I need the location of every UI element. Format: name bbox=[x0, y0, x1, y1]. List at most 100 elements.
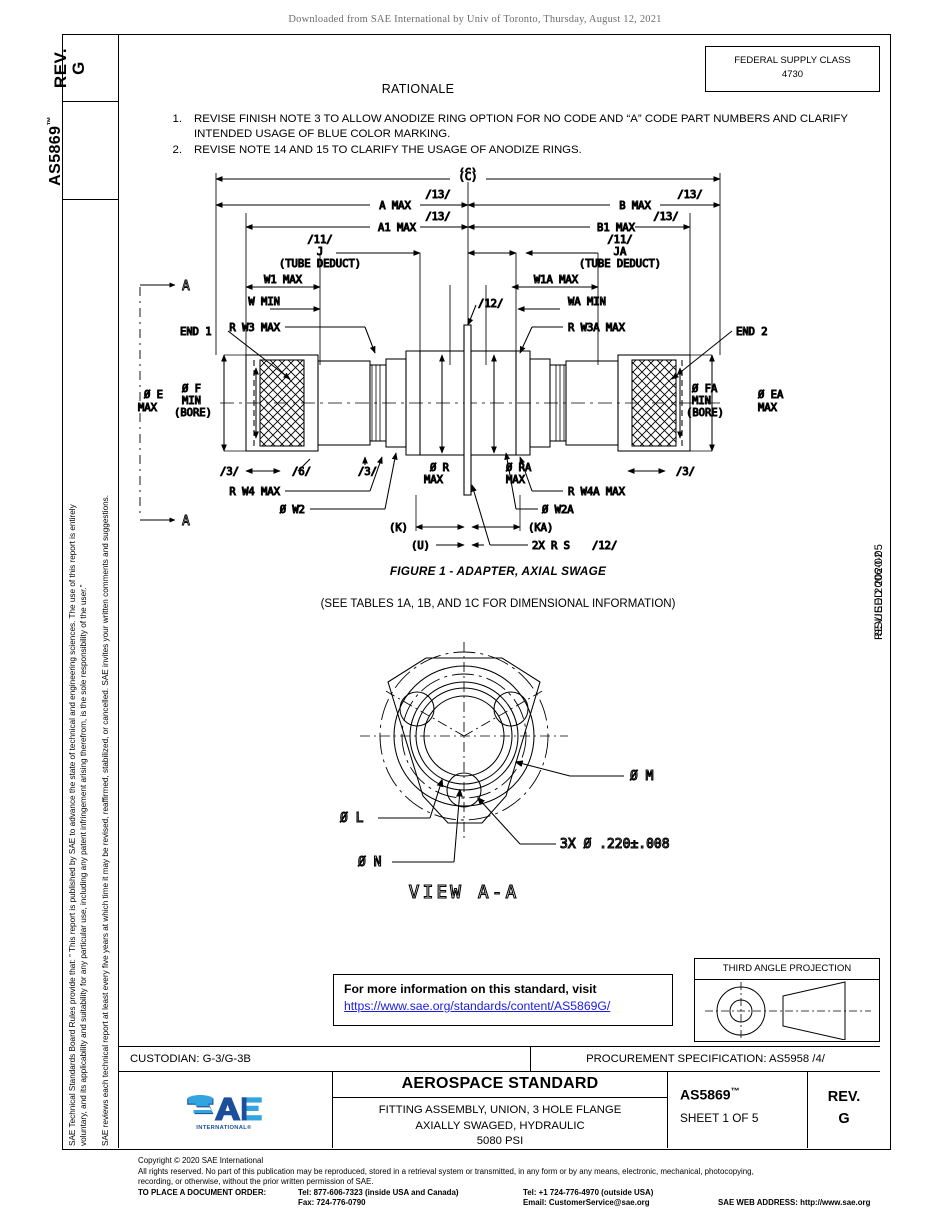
sae-logo-subtitle: INTERNATIONAL® bbox=[196, 1123, 252, 1130]
svg-text:A MAX: A MAX bbox=[379, 200, 411, 212]
desc-line-2: AXIALLY SWAGED, HYDRAULIC bbox=[415, 1119, 585, 1132]
rationale-item: 1. REVISE FINISH NOTE 3 TO ALLOW ANODIZE… bbox=[160, 112, 860, 142]
svg-text:(C): (C) bbox=[459, 171, 478, 183]
rationale-item-text: REVISE FINISH NOTE 3 TO ALLOW ANODIZE RI… bbox=[194, 113, 848, 141]
third-angle-label: THIRD ANGLE PROJECTION bbox=[695, 959, 879, 980]
drawing-frame bbox=[62, 34, 891, 1150]
rail-revision-text: REV. G bbox=[51, 47, 88, 88]
footer-tel-inside: Tel: 877-606-7323 (inside USA and Canada… bbox=[298, 1187, 459, 1197]
fsc-label: FEDERAL SUPPLY CLASS bbox=[734, 55, 851, 66]
rationale-item: 2. REVISE NOTE 14 AND 15 TO CLARIFY THE … bbox=[160, 143, 860, 158]
footer-copyright: Copyright © 2020 SAE International bbox=[138, 1156, 264, 1165]
footer-email: Email: CustomerService@sae.org bbox=[523, 1198, 650, 1208]
svg-text:/12/: /12/ bbox=[478, 298, 503, 310]
federal-supply-class-box: FEDERAL SUPPLY CLASS 4730 bbox=[705, 46, 880, 92]
sae-logo-cell: INTERNATIONAL® bbox=[118, 1072, 333, 1148]
rev-value: G bbox=[838, 1111, 850, 1128]
footer: Copyright © 2020 SAE International All r… bbox=[138, 1156, 898, 1209]
svg-text:/13/: /13/ bbox=[425, 211, 450, 223]
svg-text:(BORE): (BORE) bbox=[174, 407, 212, 419]
third-angle-projection-box: THIRD ANGLE PROJECTION bbox=[694, 958, 880, 1042]
svg-text:(K): (K) bbox=[389, 522, 408, 534]
svg-text:(BORE): (BORE) bbox=[686, 407, 724, 419]
svg-text:W MIN: W MIN bbox=[248, 296, 280, 308]
more-info-label: For more information on this standard, v… bbox=[344, 982, 597, 996]
rail-rev-value: G bbox=[68, 60, 88, 75]
svg-text:MAX: MAX bbox=[424, 474, 444, 486]
standard-type: AEROSPACE STANDARD bbox=[333, 1072, 667, 1098]
figure-subcaption: (SEE TABLES 1A, 1B, AND 1C FOR DIMENSION… bbox=[320, 598, 676, 610]
svg-text:R W4A MAX: R W4A MAX bbox=[568, 486, 626, 498]
svg-text:Ø EA: Ø EA bbox=[758, 389, 784, 401]
procurement-spec-text: PROCUREMENT SPECIFICATION: AS5958 /4/ bbox=[530, 1047, 880, 1071]
svg-text:/13/: /13/ bbox=[677, 189, 702, 201]
svg-text:R W3A MAX: R W3A MAX bbox=[568, 322, 626, 334]
figure-1-drawing: (C) (C) A MAX /13/ B MAX /13/ A1 MAX /13… bbox=[120, 165, 880, 555]
desc-line-1: FITTING ASSEMBLY, UNION, 3 HOLE FLANGE bbox=[378, 1104, 622, 1116]
legal-text-line-2: voluntary, and its applicability and sui… bbox=[79, 584, 88, 1146]
rationale-item-text: REVISE NOTE 14 AND 15 TO CLARIFY THE USA… bbox=[194, 144, 582, 157]
svg-text:/12/: /12/ bbox=[592, 540, 617, 552]
svg-text:/3/: /3/ bbox=[220, 466, 239, 478]
svg-text:/13/: /13/ bbox=[425, 189, 450, 201]
standard-description: FITTING ASSEMBLY, UNION, 3 HOLE FLANGE A… bbox=[333, 1098, 667, 1150]
svg-text:R W3 MAX: R W3 MAX bbox=[229, 322, 280, 334]
figure-caption: FIGURE 1 - ADAPTER, AXIAL SWAGE bbox=[389, 564, 607, 578]
fsc-value: 4730 bbox=[781, 68, 804, 80]
footer-rights-1: All rights reserved. No part of this pub… bbox=[138, 1166, 754, 1176]
svg-text:Ø W2A: Ø W2A bbox=[542, 504, 574, 516]
svg-text:/3/: /3/ bbox=[676, 466, 695, 478]
rationale-item-number: 1. bbox=[172, 113, 183, 125]
svg-text:(TUBE DEDUCT): (TUBE DEDUCT) bbox=[279, 258, 361, 270]
legal-text-line-1: SAE Technical Standards Board Rules prov… bbox=[68, 504, 77, 1146]
rail-revision-cell: REV. G bbox=[51, 34, 118, 102]
svg-text:JA: JA bbox=[614, 246, 627, 258]
svg-text:3X Ø .220±.008: 3X Ø .220±.008 bbox=[560, 837, 670, 852]
svg-text:A1 MAX: A1 MAX bbox=[378, 222, 417, 234]
title-block: INTERNATIONAL® AEROSPACE STANDARD FITTIN… bbox=[118, 1072, 880, 1148]
footer-order-row-1: TO PLACE A DOCUMENT ORDER: Tel: 877-606-… bbox=[138, 1188, 898, 1199]
svg-text:(KA): (KA) bbox=[528, 522, 553, 534]
svg-text:Ø E: Ø E bbox=[144, 389, 163, 401]
svg-text:(U): (U) bbox=[411, 540, 430, 552]
standard-url-link[interactable]: https://www.sae.org/standards/content/AS… bbox=[344, 999, 611, 1013]
svg-text:/6/: /6/ bbox=[292, 466, 311, 478]
rationale-item-number: 2. bbox=[172, 144, 183, 157]
svg-text:Ø W2: Ø W2 bbox=[280, 504, 305, 516]
svg-text:/3/: /3/ bbox=[358, 466, 377, 478]
sae-logo: INTERNATIONAL® bbox=[187, 1094, 262, 1130]
rail-rev-label: REV. bbox=[51, 47, 71, 88]
svg-text:B1 MAX: B1 MAX bbox=[597, 222, 636, 234]
custodian-text: CUSTODIAN: G-3/G-3B bbox=[130, 1053, 251, 1065]
svg-text:Ø FA: Ø FA bbox=[692, 383, 718, 395]
svg-text:(TUBE DEDUCT): (TUBE DEDUCT) bbox=[579, 258, 661, 270]
svg-text:MIN: MIN bbox=[182, 395, 201, 407]
svg-text:END 1: END 1 bbox=[180, 326, 212, 338]
sheet-number: SHEET 1 OF 5 bbox=[680, 1110, 759, 1125]
view-a-a-drawing: Ø M Ø L Ø N 3X Ø .220±.008 bbox=[330, 640, 720, 910]
footer-web: SAE WEB ADDRESS: http://www.sae.org bbox=[718, 1198, 871, 1208]
title-block-description: AEROSPACE STANDARD FITTING ASSEMBLY, UNI… bbox=[333, 1072, 668, 1148]
svg-text:Ø R: Ø R bbox=[430, 462, 450, 474]
custodian-bar: CUSTODIAN: G-3/G-3B PROCUREMENT SPECIFIC… bbox=[118, 1046, 880, 1072]
left-rail: REV. G AS5869™ bbox=[46, 34, 119, 1148]
footer-tel-outside: Tel: +1 724-776-4970 (outside USA) bbox=[523, 1187, 654, 1197]
svg-text:MAX: MAX bbox=[758, 402, 778, 414]
trademark-symbol: ™ bbox=[45, 115, 56, 126]
svg-text:W1 MAX: W1 MAX bbox=[264, 274, 303, 286]
download-banner: Downloaded from SAE International by Uni… bbox=[288, 14, 662, 25]
rail-document-id: AS5869™ bbox=[45, 115, 64, 186]
footer-order-label: TO PLACE A DOCUMENT ORDER: bbox=[138, 1187, 267, 1197]
rail-document-id-cell: AS5869™ bbox=[46, 102, 118, 200]
svg-text:WA MIN: WA MIN bbox=[568, 296, 606, 308]
svg-text:A: A bbox=[182, 279, 190, 294]
svg-text:/11/: /11/ bbox=[307, 234, 332, 246]
svg-text:Ø N: Ø N bbox=[358, 855, 381, 870]
svg-text:J: J bbox=[317, 246, 323, 258]
footer-rights-2: recording, or otherwise, without the pri… bbox=[138, 1177, 374, 1187]
svg-text:Ø M: Ø M bbox=[630, 769, 654, 784]
svg-text:END 2: END 2 bbox=[736, 326, 768, 338]
title-block-revision: REV. G bbox=[808, 1072, 880, 1148]
svg-text:MAX: MAX bbox=[138, 402, 158, 414]
